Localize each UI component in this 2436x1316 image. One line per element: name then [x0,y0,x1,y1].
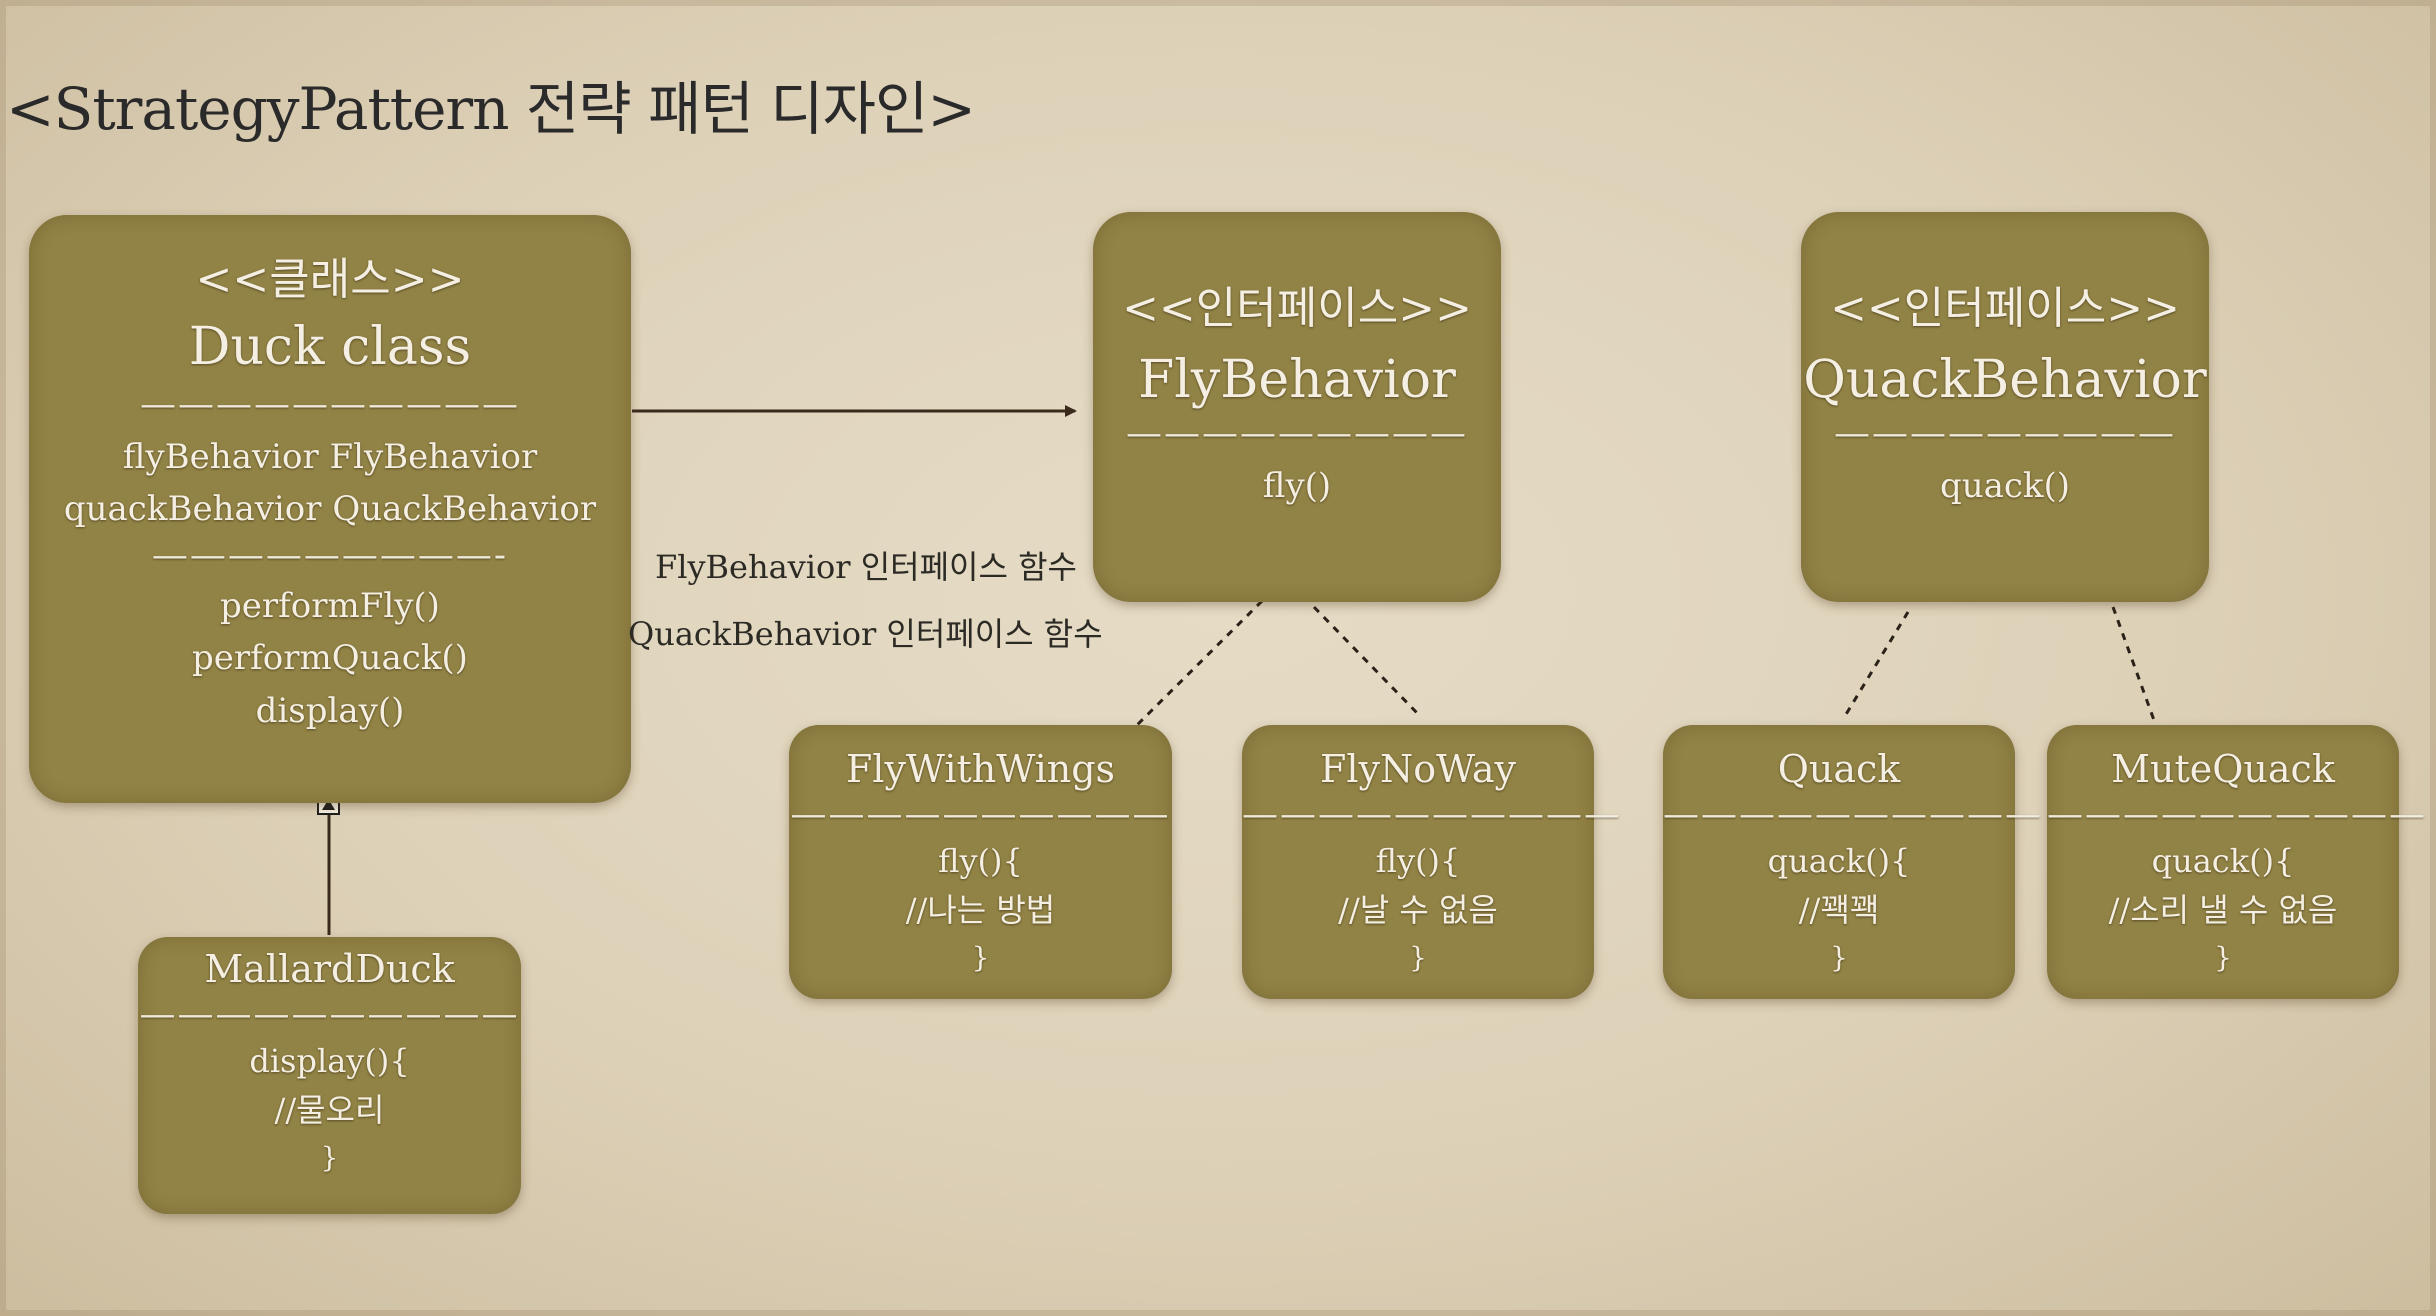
mutequack-name: MuteQuack [2111,747,2335,791]
realization-mutequack [2111,606,2157,724]
quack-class-box: Quack —————————— quack(){ //꽥꽥 } [1663,725,2043,999]
mallardduck-name: MallardDuck [204,947,455,991]
mutequack-line-1: quack(){ [2151,841,2295,880]
quack-line-3: } [1830,940,1848,974]
flywithwings-class-box: FlyWithWings —————————— fly(){ //나는 방법 } [789,725,1172,999]
realization-quack [1843,611,1910,717]
note-fly-interface: FlyBehavior 인터페이스 함수 [655,548,1077,586]
mutequack-class-box: MuteQuack —————————— quack(){ //소리 낼 수 없… [2047,725,2427,999]
flywithwings-name: FlyWithWings [845,747,1116,791]
duck-method-display: display() [255,690,405,731]
duck-separator-1: —————————— [140,384,520,425]
quackbehavior-name: QuackBehavior [1803,350,2207,410]
duck-method-performquack: performQuack() [192,638,468,679]
quack-separator: —————————— [1663,794,2043,835]
realization-flywithwings [1133,599,1264,729]
realization-flynoway [1312,605,1422,718]
flybehavior-separator: ————————— [1126,413,1468,454]
flywithwings-line-1: fly(){ [938,841,1023,880]
mallardduck-line-1: display(){ [249,1041,410,1080]
flywithwings-line-3: } [971,940,990,974]
quack-line-2: //꽥꽥 [1798,891,1880,930]
mutequack-line-3: } [2214,940,2232,974]
diagram-title: <StrategyPattern 전략 패턴 디자인> [6,75,976,143]
flynoway-class-box: FlyNoWay —————————— fly(){ //날 수 없음 } [1242,725,1622,999]
flybehavior-method: fly() [1262,465,1332,506]
flybehavior-stereotype: <<인터페이스>> [1122,283,1472,334]
duck-field-quackbehavior: quackBehavior QuackBehavior [63,489,597,530]
mallardduck-class-box: MallardDuck —————————— display(){ //물오리 … [138,937,521,1214]
flybehavior-name: FlyBehavior [1138,350,1456,410]
flynoway-name: FlyNoWay [1320,747,1516,791]
flywithwings-separator: —————————— [790,794,1171,835]
duck-class-name: Duck class [188,317,472,377]
quackbehavior-interface-box: <<인터페이스>> QuackBehavior ————————— quack(… [1801,212,2209,602]
flynoway-line-2: //날 수 없음 [1338,891,1498,930]
quackbehavior-method: quack() [1939,465,2071,506]
quackbehavior-separator: ————————— [1834,413,2176,454]
duck-stereotype: <<클래스>> [195,254,465,305]
mallardduck-separator: —————————— [139,994,520,1035]
duck-field-flybehavior: flyBehavior FlyBehavior [122,436,538,477]
mutequack-separator: —————————— [2047,794,2427,835]
duck-class-box: <<클래스>> Duck class —————————— flyBehavio… [29,215,631,803]
flybehavior-interface-box: <<인터페이스>> FlyBehavior ————————— fly() [1093,212,1501,602]
quack-line-1: quack(){ [1767,841,1911,880]
mallardduck-line-3: } [320,1140,339,1174]
note-quack-interface: QuackBehavior 인터페이스 함수 [628,615,1103,653]
mutequack-line-2: //소리 낼 수 없음 [2108,891,2338,930]
duck-method-performfly: performFly() [220,585,440,626]
quack-name: Quack [1777,747,1901,791]
duck-separator-2: —————————- [151,534,509,576]
mallardduck-line-2: //물오리 [274,1091,385,1130]
flynoway-line-1: fly(){ [1375,841,1461,880]
flywithwings-line-2: //나는 방법 [905,891,1056,930]
flynoway-line-3: } [1409,940,1427,974]
flynoway-separator: —————————— [1242,794,1622,835]
quackbehavior-stereotype: <<인터페이스>> [1830,283,2180,334]
